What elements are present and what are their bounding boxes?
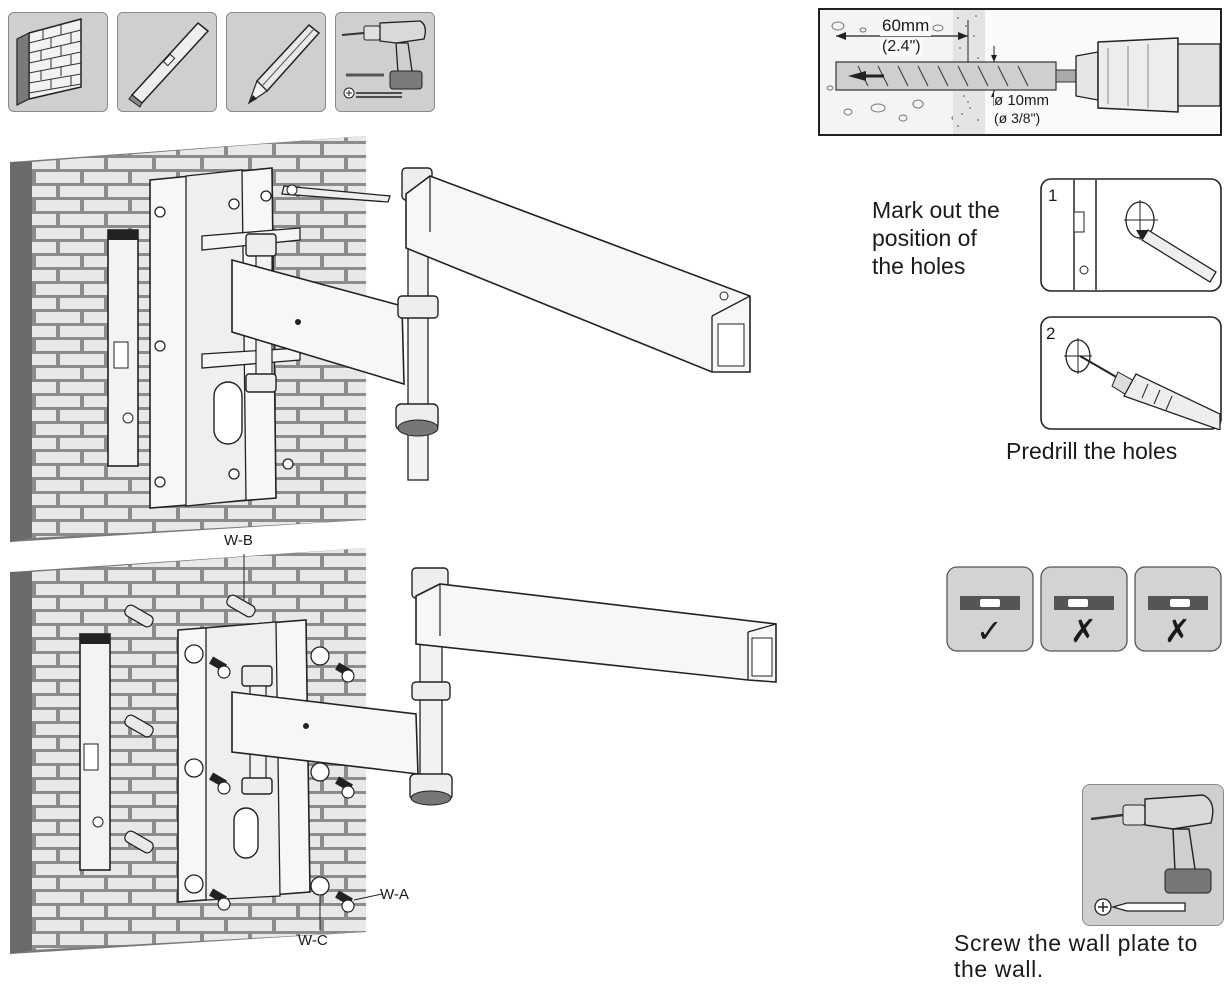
step1-number: 1 (1048, 186, 1058, 205)
power-drill-icon (1090, 794, 1214, 916)
swing-arm-inner (231, 258, 405, 386)
label-w-b: W-B (224, 532, 253, 549)
power-drill-icon (341, 20, 426, 99)
screw-heads (217, 665, 355, 913)
step3-caption-line1: Screw the wall plate to (954, 930, 1198, 956)
step2-caption: Predrill the holes (1006, 438, 1178, 464)
step1-panel: 1 (1040, 178, 1222, 292)
step3-caption-line2: the wall. (954, 956, 1044, 982)
spirit-level-icon (128, 21, 210, 108)
step2-number: 2 (1046, 324, 1056, 343)
step1-caption-line1: Mark out the (872, 197, 1000, 223)
swing-arm-outer (405, 175, 751, 373)
brick-wall-icon (16, 18, 82, 106)
step1-caption: Mark out the position of the holes (872, 196, 1000, 280)
level-mark-correct: ✓ (976, 613, 1003, 649)
label-w-a: W-A (380, 886, 409, 903)
spirit-level (107, 229, 139, 467)
tool-tile-power-drill (335, 12, 435, 112)
marking-pencil (281, 185, 391, 203)
diameter-mm-label: ø 10mm (994, 92, 1050, 109)
tool-tile-spirit-level (117, 12, 217, 112)
level-mark-wrong-1: ✗ (1070, 613, 1097, 649)
mounting-illustration-marking (10, 128, 770, 548)
step1-caption-line2: position of (872, 225, 977, 251)
level-check-row: ✓ ✗ ✗ (946, 566, 1222, 652)
step1-caption-line3: the holes (872, 253, 966, 279)
step3-caption: Screw the wall plate to the wall. (954, 930, 1198, 982)
mounting-illustration-screwing: W-B W-A W-C (10, 532, 790, 960)
step2-panel: 2 (1040, 316, 1222, 430)
depth-mm-label: 60mm (880, 16, 932, 36)
pencil-icon (1141, 229, 1217, 283)
label-w-c: W-C (298, 932, 328, 949)
wall-plugs (124, 594, 256, 854)
pencil-icon (247, 23, 321, 105)
diameter-in-label: (ø 3/8") (994, 110, 1041, 126)
drill-depth-detail: 60mm (2.4") ø 10mm (ø 3/8") (818, 8, 1222, 136)
screw-drill-tile (1082, 784, 1224, 926)
power-drill-icon (1079, 355, 1221, 430)
tool-tile-pencil (226, 12, 326, 112)
level-mark-wrong-2: ✗ (1164, 613, 1191, 649)
depth-in-label: (2.4") (880, 38, 923, 56)
swing-arm-outer (415, 583, 777, 683)
tool-tile-brick-wall (8, 12, 108, 112)
